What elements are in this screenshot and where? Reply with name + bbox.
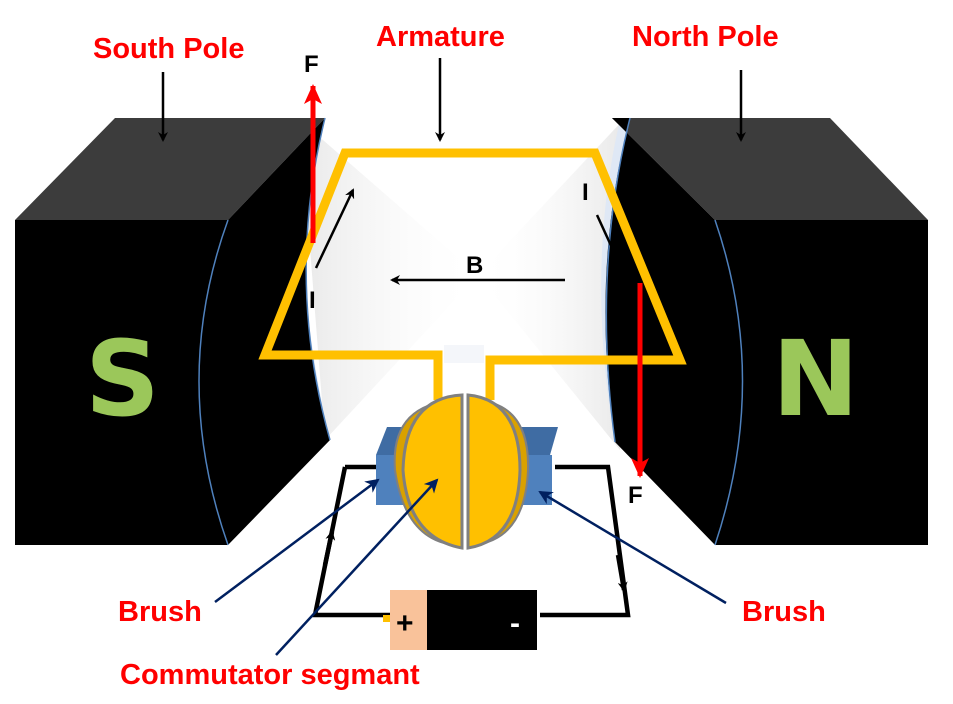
south-magnet: S [15, 117, 331, 546]
armature-label: Armature [376, 21, 505, 53]
battery: + - [383, 590, 537, 650]
brush-right-pointer [538, 490, 727, 605]
force-label-bottom: F [628, 482, 643, 509]
current-arrow-right [595, 214, 637, 300]
force-label-top: F [304, 51, 319, 78]
south-pole-label: South Pole [93, 33, 244, 65]
current-arrow-left [314, 188, 355, 269]
armature-gap [444, 345, 484, 363]
commutator [393, 393, 530, 550]
current-label-left: I [309, 287, 316, 314]
external-circuit [312, 464, 631, 618]
commutator-segment-right [466, 393, 522, 550]
commutator-label: Commutator segmant [120, 659, 420, 691]
armature-coil [258, 148, 687, 400]
north-pole-letter: N [772, 318, 859, 440]
commutator-pointer [275, 478, 439, 656]
field-label: B [466, 252, 483, 279]
commutator-segment-left [401, 393, 464, 550]
current-direction-arrows [322, 530, 628, 592]
current-label-right: I [582, 179, 589, 206]
battery-body [427, 590, 537, 650]
battery-negative-sign: - [510, 607, 520, 640]
brush-left-label: Brush [118, 596, 202, 628]
south-pole-letter: S [85, 318, 160, 440]
north-magnet: N [605, 117, 928, 546]
brush-right-label: Brush [742, 596, 826, 628]
battery-positive-sign: + [396, 607, 414, 640]
brush-left-pointer [214, 478, 380, 604]
battery-positive-terminal [390, 590, 427, 650]
north-pole-label: North Pole [632, 21, 779, 53]
